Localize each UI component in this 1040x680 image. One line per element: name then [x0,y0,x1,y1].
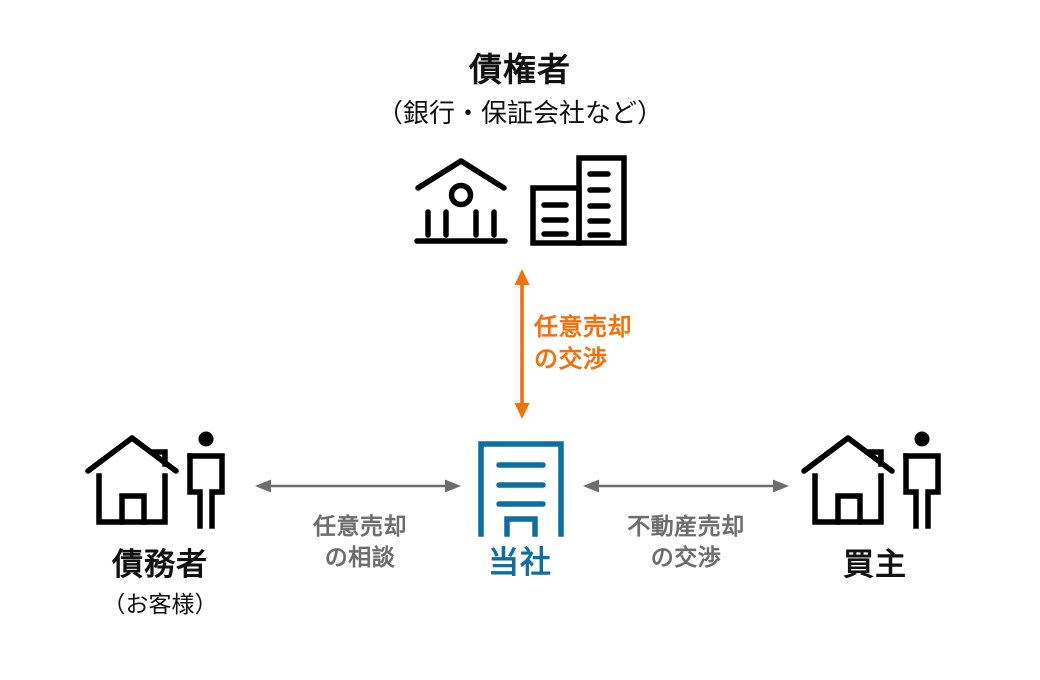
left-consultation-arrow [252,474,464,498]
double-headed-arrow-horizontal-icon [583,479,789,493]
buyer-icon [800,430,950,530]
house-with-person-icon [85,431,225,529]
office-building-icon [478,441,564,537]
double-headed-arrow-horizontal-icon [255,479,461,493]
buyer-title: 買主 [843,547,907,583]
vertical-arrow-label: 任意売却 の交渉 [534,312,694,375]
right-arrow-label-line1: 不動産売却 [627,514,745,540]
right-arrow-label: 不動産売却 の交渉 [584,512,788,574]
company-icon [474,438,568,538]
left-arrow-label-line1: 任意売却 [313,514,407,540]
vertical-negotiation-arrow [496,266,548,422]
vertical-arrow-label-line1: 任意売却 [534,313,632,341]
creditor-icon-group [408,150,640,250]
house-with-person-icon [801,431,941,529]
creditor-title: 債権者 [469,50,571,89]
debtor-subtitle: （お客様） [102,592,218,618]
right-arrow-label-line2: の交渉 [650,545,722,572]
creditor-subtitle: （銀行・保証会社など） [376,99,663,129]
double-headed-arrow-vertical-icon [514,269,530,419]
debtor-icon [84,430,234,530]
company-title: 当社 [488,545,552,581]
right-negotiation-arrow [580,474,792,498]
left-arrow-label: 任意売却 の相談 [262,512,458,574]
bank-icon [414,158,508,244]
debtor-title: 債務者 [112,547,208,583]
left-arrow-label-line2: の相談 [324,545,396,572]
vertical-arrow-label-line2: の交渉 [534,344,608,373]
office-buildings-icon [530,155,627,246]
